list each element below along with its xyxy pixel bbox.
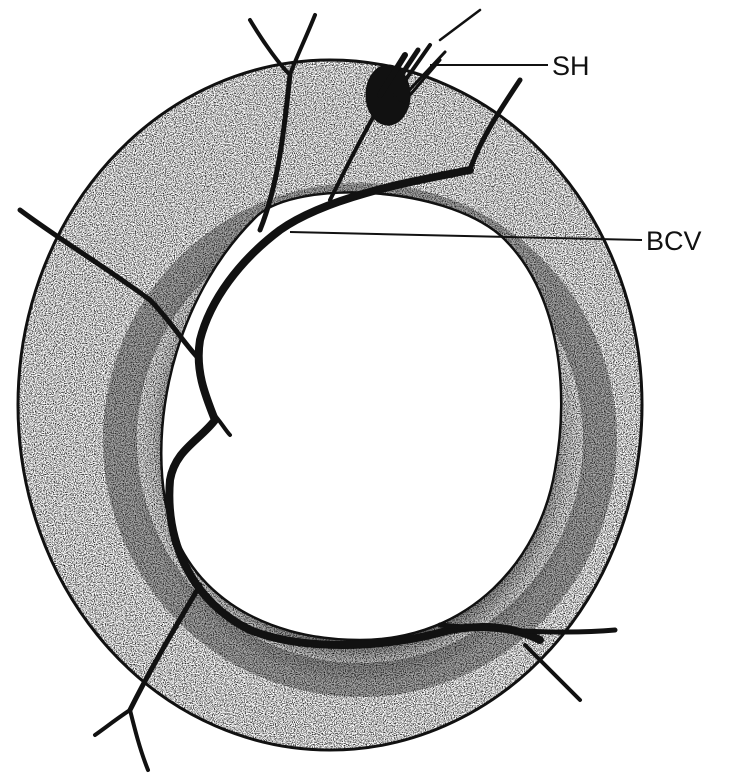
inner-lumen-outline: [161, 192, 561, 640]
bcv-label: BCV: [646, 226, 702, 256]
sh-label: SH: [552, 51, 590, 81]
